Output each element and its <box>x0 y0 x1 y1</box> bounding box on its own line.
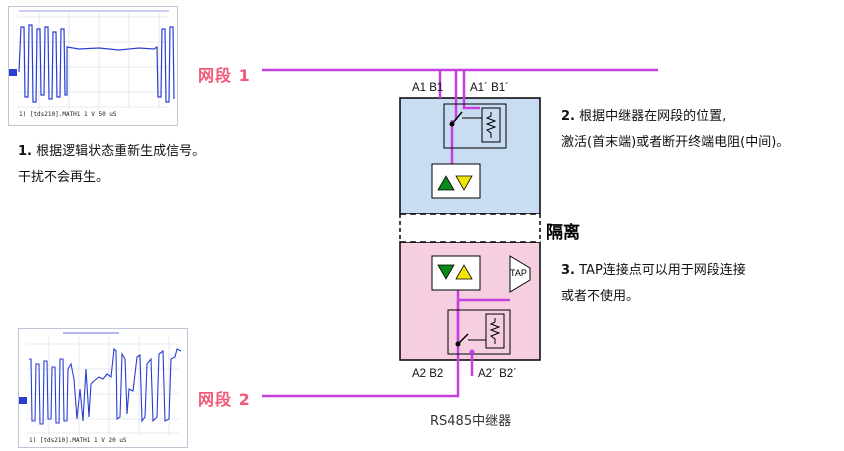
lower-termination-box <box>447 309 511 355</box>
lower-driver-box <box>431 255 481 291</box>
lower-green-triangle-icon <box>437 264 455 280</box>
note-1-number: 1. <box>18 144 32 159</box>
note-3-line2: 或者不使用。 <box>561 289 640 304</box>
note-1-line1: 根据逻辑状态重新生成信号。 <box>31 144 206 159</box>
upper-driver-box <box>431 163 481 199</box>
isolation-label: 隔离 <box>546 223 580 243</box>
note-1: 1. 根据逻辑状态重新生成信号。 干扰不会再生。 <box>18 139 205 191</box>
note-3-number: 3. <box>561 263 575 278</box>
upper-resistor-icon <box>481 107 501 143</box>
diagram-caption: RS485中继器 <box>430 414 512 429</box>
upper-green-triangle-icon <box>437 175 455 191</box>
port-a2-b2: A2 B2 <box>412 368 444 380</box>
isolation-gap <box>400 214 540 242</box>
note-3-line1: TAP连接点可以用于网段连接 <box>574 263 746 278</box>
note-2-number: 2. <box>561 109 575 124</box>
scope-2-caption: 1) [tds210].MATH1 1 V 20 uS <box>29 437 127 444</box>
note-1-line2: 干扰不会再生。 <box>18 170 110 185</box>
segment-2-label: 网段 2 <box>198 390 251 409</box>
upper-yellow-triangle-icon <box>455 175 473 191</box>
segment-1-label: 网段 1 <box>198 66 251 85</box>
port-a1p-b1p: A1´ B1´ <box>470 82 509 94</box>
port-a2p-b2p: A2´ B2´ <box>478 368 517 380</box>
note-3: 3. TAP连接点可以用于网段连接 或者不使用。 <box>561 258 746 310</box>
scope-2-waveform <box>19 332 182 435</box>
upper-switch <box>451 111 463 125</box>
lower-resistor-icon <box>485 313 505 349</box>
note-2: 2. 根据中继器在网段的位置, 激活(首末端)或者断开终端电阻(中间)。 <box>561 104 789 156</box>
oscilloscope-capture-1: 1) [tds210].MATH1 1 V 50 uS <box>8 6 178 126</box>
note-2-line1: 根据中继器在网段的位置, <box>574 109 727 124</box>
note-2-line2: 激活(首末端)或者断开终端电阻(中间)。 <box>561 135 790 150</box>
port-a1-b1: A1 B1 <box>412 82 444 94</box>
scope-1-waveform <box>9 10 175 109</box>
tap-connector <box>509 255 531 293</box>
scope-1-caption: 1) [tds210].MATH1 1 V 50 uS <box>19 111 117 118</box>
tap-label: TAP <box>510 268 527 278</box>
oscilloscope-capture-2: 1) [tds210].MATH1 1 V 20 uS <box>18 328 188 448</box>
upper-termination-box <box>443 103 507 149</box>
lower-yellow-triangle-icon <box>455 264 473 280</box>
